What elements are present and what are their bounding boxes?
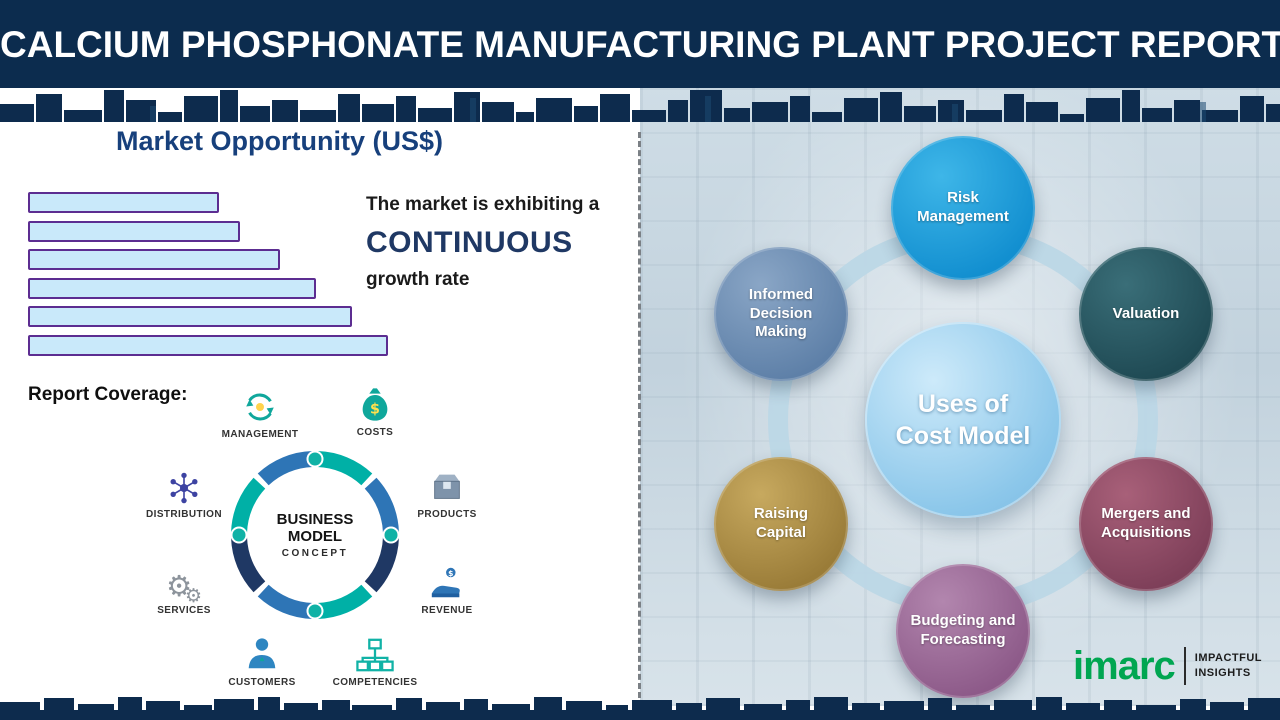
growth-line1: The market is exhibiting a: [366, 194, 600, 215]
bm-item-products: PRODUCTS: [391, 462, 503, 520]
header-banner: CALCIUM PHOSPHONATE MANUFACTURING PLANT …: [0, 0, 1280, 88]
bm-label-revenue: REVENUE: [421, 605, 473, 616]
node-mergers-acquisitions: Mergers and Acquisitions: [1079, 457, 1213, 591]
node-valuation: Valuation: [1079, 247, 1213, 381]
node-raising-capital-label: Raising Capital: [753, 505, 809, 541]
bm-item-competencies: COMPETENCIES: [319, 630, 431, 688]
right-panel: Uses of Cost Model Risk Management Infor…: [640, 86, 1280, 706]
bm-item-management: MANAGEMENT: [204, 382, 316, 440]
cost-model-center-line2: Cost Model: [895, 422, 1031, 450]
network-icon: [128, 462, 240, 506]
node-risk-management: Risk Management: [891, 136, 1035, 280]
page-title: CALCIUM PHOSPHONATE MANUFACTURING PLANT …: [0, 24, 1280, 65]
node-informed-decision-making: Informed Decision Making: [714, 247, 848, 381]
left-panel: Market Opportunity (US$) The market is e…: [0, 86, 640, 700]
node-budgeting-forecasting: Budgeting and Forecasting: [896, 564, 1030, 698]
bm-label-distribution: DISTRIBUTION: [146, 509, 222, 520]
bm-item-services: ⚙⚙ SERVICES: [128, 558, 240, 617]
business-model-center-label: BUSINESS MODEL CONCEPT: [259, 479, 371, 591]
business-model-diagram: BUSINESS MODEL CONCEPT MANAGEMENT: [0, 378, 640, 708]
bm-item-revenue: $ REVENUE: [391, 558, 503, 616]
money-bag-icon: $: [319, 380, 431, 424]
imarc-logo: imarc IMPACTFUL INSIGHTS: [1073, 646, 1262, 686]
market-bar: [28, 306, 352, 327]
bm-item-costs: $ COSTS: [319, 380, 431, 438]
hand-coin-icon: $: [391, 558, 503, 602]
gears-icon: ⚙⚙: [165, 571, 203, 607]
bm-label-products: PRODUCTS: [417, 509, 477, 520]
logo-tagline-line2: INSIGHTS: [1194, 667, 1251, 679]
market-bar: [28, 220, 241, 242]
bm-label-costs: COSTS: [356, 427, 394, 438]
bm-item-customers: CUSTOMERS: [206, 630, 318, 688]
market-bar: [28, 334, 388, 356]
logo-tagline-line1: IMPACTFUL: [1194, 652, 1262, 665]
node-risk-management-label: Risk Management: [917, 189, 1009, 225]
market-bar: [28, 249, 280, 270]
panel-divider: [638, 132, 641, 698]
market-bar: [28, 277, 316, 299]
management-cycle-icon: [204, 382, 316, 426]
node-mergers-acquisitions-label: Mergers and Acquisitions: [1100, 505, 1191, 541]
node-raising-capital: Raising Capital: [714, 457, 848, 591]
market-bar: [28, 192, 219, 213]
svg-text:$: $: [448, 569, 453, 578]
node-budgeting-forecasting-label: Budgeting and Forecasting: [910, 612, 1016, 648]
logo-tagline: IMPACTFUL INSIGHTS: [1195, 651, 1262, 681]
org-chart-icon: [319, 630, 431, 674]
bm-center-line3: CONCEPT: [281, 548, 349, 560]
bm-label-competencies: COMPETENCIES: [332, 677, 418, 688]
growth-statement: The market is exhibiting a CONTINUOUS gr…: [366, 194, 638, 291]
city-skyline-top-icon: [0, 90, 1280, 122]
person-icon: [206, 630, 318, 674]
growth-line2: CONTINUOUS: [366, 226, 573, 259]
bm-label-services: SERVICES: [157, 605, 211, 616]
bm-center-line1: BUSINESS: [276, 510, 354, 528]
svg-text:$: $: [370, 402, 380, 418]
city-skyline-bottom-icon: [0, 697, 1280, 720]
node-valuation-label: Valuation: [1112, 304, 1180, 322]
node-informed-decision-making-label: Informed Decision Making: [748, 285, 814, 341]
logo-divider: [1183, 647, 1186, 685]
business-model-ring: [230, 450, 400, 620]
market-bar-chart: [28, 192, 388, 363]
bm-center-line2: MODEL: [287, 528, 343, 545]
bm-item-distribution: DISTRIBUTION: [128, 462, 240, 520]
bm-label-management: MANAGEMENT: [221, 429, 299, 440]
report-coverage-label: Report Coverage:: [28, 384, 188, 405]
bm-label-customers: CUSTOMERS: [228, 677, 296, 688]
imarc-wordmark: imarc: [1073, 644, 1176, 688]
product-box-icon: [391, 462, 503, 506]
cost-model-center-line1: Uses of: [917, 389, 1009, 418]
growth-line3: growth rate: [366, 269, 470, 290]
cost-model-center: Uses of Cost Model: [865, 322, 1061, 518]
market-opportunity-title: Market Opportunity (US$): [116, 126, 444, 156]
